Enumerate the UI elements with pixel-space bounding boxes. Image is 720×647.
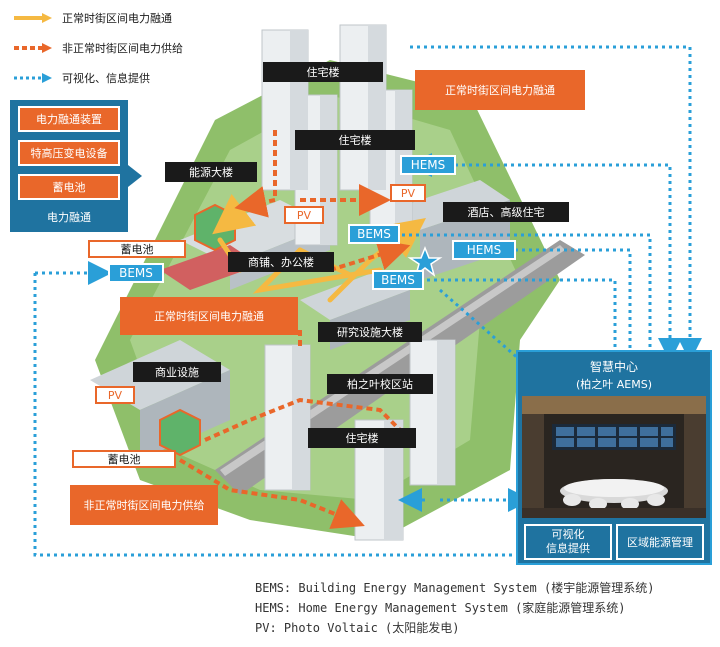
energy-management-button[interactable]: 区域能源管理 [616,524,704,560]
bems-tag: BEMS [372,270,424,290]
pv-label: PV [390,184,426,202]
battery-label: 蓄电池 [88,240,186,258]
box-normal-interchange-top: 正常时街区间电力融通 [415,70,585,110]
bems-tag: BEMS [348,224,400,244]
battery-label: 蓄电池 [72,450,176,468]
label-commercial: 商业设施 [133,362,221,382]
hems-tag: HEMS [400,155,456,175]
visualization-button-line1: 可视化 [551,528,585,541]
footnote-pv: PV: Photo Voltaic (太阳能发电) [255,621,460,635]
legend-item-abnormal: 非正常时街区间电力供给 [12,40,183,56]
aems-panel: 智慧中心 (柏之叶 AEMS) 可视化 信息提供 区域能源管理 [516,350,712,565]
bems-tag: BEMS [108,263,164,283]
label-residential-bottom: 住宅楼 [308,428,416,448]
pv-label: PV [95,386,135,404]
pv-label: PV [284,206,324,224]
footnote-bems: BEMS: Building Energy Management System … [255,581,655,595]
devices-panel-caption: 电力融通 [47,211,91,224]
label-residential-mid: 住宅楼 [295,130,415,150]
aems-subtitle: (柏之叶 AEMS) [575,378,653,391]
footnotes: BEMS: Building Energy Management System … [255,578,654,638]
legend-label: 可视化、信息提供 [62,72,150,85]
visualization-button-line2: 信息提供 [546,542,590,555]
legend-label: 正常时街区间电力融通 [62,12,172,25]
label-research: 研究设施大楼 [318,322,422,342]
label-shops-offices: 商铺、办公楼 [228,252,334,272]
legend-label: 非正常时街区间电力供给 [62,42,183,55]
visualization-button[interactable]: 可视化 信息提供 [524,524,612,560]
dotted-blue-arrow-icon [14,73,52,83]
device-substation: 特高压变电设备 [18,140,120,166]
box-normal-interchange-middle: 正常时街区间电力融通 [120,297,298,335]
legend-item-normal: 正常时街区间电力融通 [12,10,172,26]
control-room-photo [522,396,706,518]
label-residential-top: 住宅楼 [263,62,383,82]
label-station: 柏之叶校区站 [327,374,433,394]
label-energy-building: 能源大楼 [165,162,257,182]
panel-pointer-icon [128,165,142,187]
legend-item-visual: 可视化、信息提供 [12,70,150,86]
devices-panel: 电力融通装置 特高压变电设备 蓄电池 电力融通 [10,100,128,232]
hems-tag: HEMS [452,240,516,260]
device-interchange: 电力融通装置 [18,106,120,132]
solid-yellow-arrow-icon [14,13,52,23]
footnote-hems: HEMS: Home Energy Management System (家庭能… [255,601,626,615]
dotted-orange-arrow-icon [14,43,52,53]
label-hotel: 酒店、高级住宅 [443,202,569,222]
device-battery: 蓄电池 [18,174,120,200]
aems-title: 智慧中心 [589,360,638,374]
box-abnormal-supply: 非正常时街区间电力供给 [70,485,218,525]
